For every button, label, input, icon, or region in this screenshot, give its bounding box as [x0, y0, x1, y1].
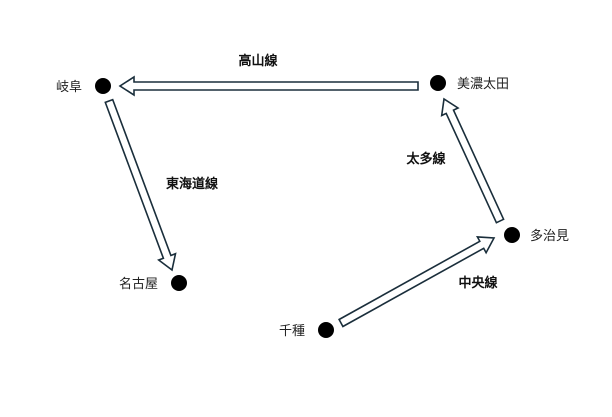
chuo-line-arrow: [338, 236, 496, 328]
station-chikusa: 千種: [279, 322, 334, 339]
station-dot-nagoya: [171, 275, 187, 291]
station-label-gifu: 岐阜: [56, 79, 82, 95]
takayama-line-label: 高山線: [238, 53, 278, 69]
takayama-line-arrow: [118, 75, 419, 97]
chuo-line-label: 中央線: [458, 275, 498, 291]
station-minoota: 美濃太田: [430, 75, 509, 92]
station-dot-tajimi: [504, 227, 520, 243]
station-gifu: 岐阜: [56, 78, 111, 95]
taita-line-label: 太多線: [405, 151, 446, 167]
taita-line-arrow: [440, 97, 505, 224]
station-label-nagoya: 名古屋: [119, 276, 158, 292]
station-nagoya: 名古屋: [119, 275, 187, 292]
tokaido-line-arrow: [104, 98, 177, 272]
station-label-chikusa: 千種: [279, 323, 305, 339]
station-label-tajimi: 多治見: [530, 228, 569, 244]
station-dot-gifu: [95, 78, 111, 94]
station-dot-minoota: [430, 75, 446, 91]
station-label-minoota: 美濃太田: [457, 77, 509, 92]
station-dot-chikusa: [318, 322, 334, 338]
station-tajimi: 多治見: [504, 227, 569, 244]
tokaido-line-label: 東海道線: [166, 176, 219, 192]
